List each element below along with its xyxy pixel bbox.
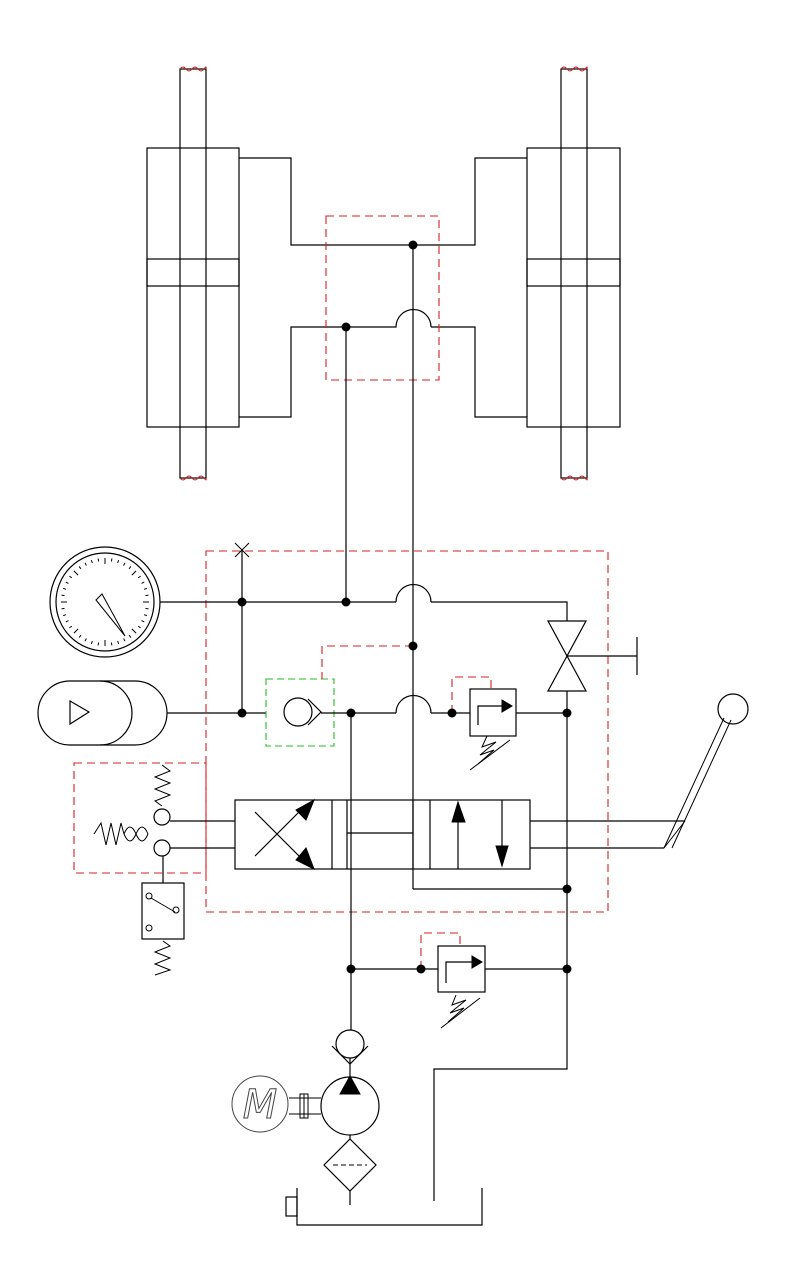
gauge-tick [118,641,119,644]
gauge-tick [138,626,140,628]
pressure-switch-icon [142,883,184,975]
gauge-tick [144,588,147,589]
gauge-tick [129,566,131,568]
gauge-tick [74,571,78,575]
gauge-tick [63,588,66,589]
gauge-tick [124,563,125,566]
pilot-actuator-boundary [74,763,206,873]
spring-pilot-actuator-icon [94,765,235,856]
gauge-tick [138,576,140,578]
gauge-tick [79,635,81,637]
electric-motor-icon: M [232,1076,288,1132]
gauge-tick [63,615,66,616]
relief-valve-lower-icon [438,946,485,1028]
gauge-tick [79,566,81,568]
gauge-tick [91,641,92,644]
gauge-tick [142,621,145,622]
line-crossover [346,310,431,328]
gauge-tick [91,560,92,563]
gauge-tick [69,576,71,578]
hydraulic-pump-icon [321,1076,379,1139]
valve-block-boundary [206,551,608,912]
left-cylinder [147,67,413,480]
gauge-tick [66,582,69,583]
motor-label: M [243,1082,278,1128]
gauge-tick [132,629,136,633]
cylinder-manifold-boundary [326,216,439,380]
junction-dots [238,241,572,974]
reservoir-tank-icon [286,1188,482,1225]
gauge-tick [132,571,136,575]
pressure-gauge-icon [50,547,160,657]
filter-icon [324,1139,376,1191]
check-valve-icon [284,698,321,726]
shutoff-valve-icon [548,621,637,691]
gauge-tick [85,639,86,642]
coupling-icon [289,1094,321,1118]
gauge-tick [124,639,125,642]
gauge-tick [118,560,119,563]
right-cylinder [413,67,620,480]
gauge-tick [129,635,131,637]
gauge-tick [144,615,147,616]
relief-valve-upper-icon [470,689,516,770]
hand-lever-icon [530,694,748,848]
gauge-tick [69,626,71,628]
directional-control-valve-icon [235,800,530,869]
gauge-tick [85,563,86,566]
accumulator-icon [38,681,167,745]
gauge-tick [66,621,69,622]
gauge-tick [142,582,145,583]
gauge-tick [74,629,78,633]
